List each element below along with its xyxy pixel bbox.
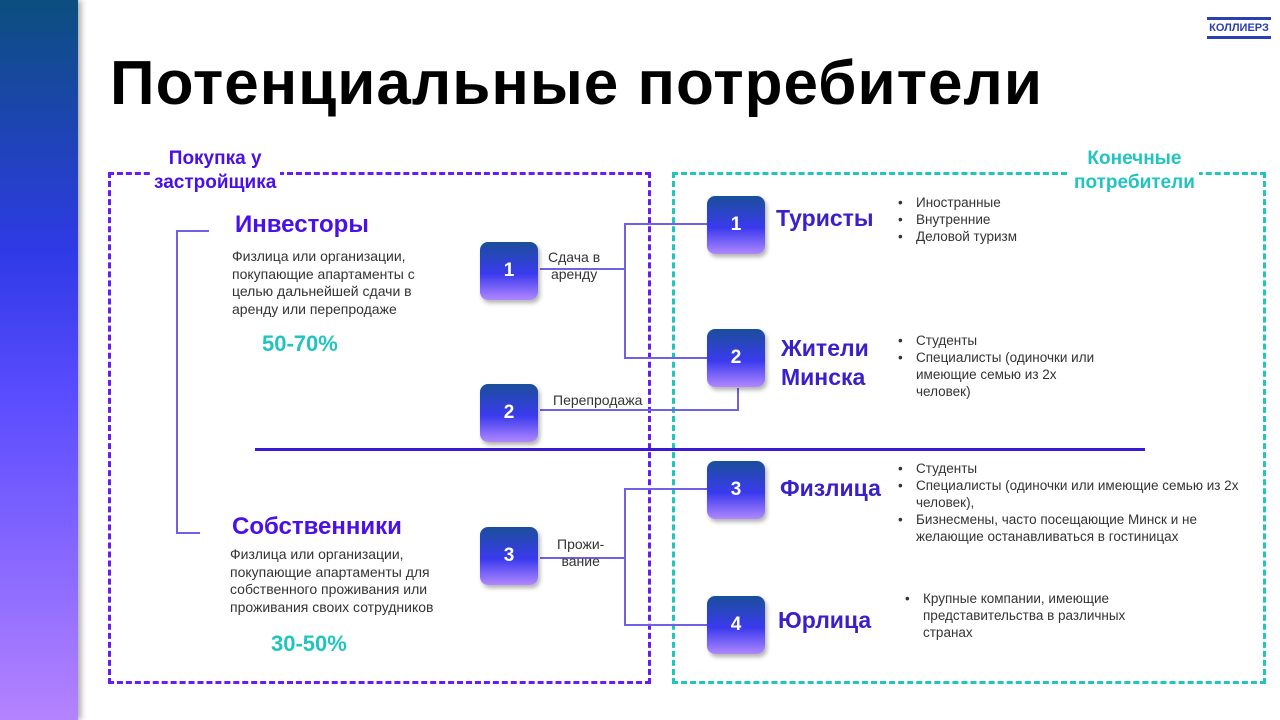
tourists-list: ИностранныеВнутренниеДеловой туризм [898, 194, 1098, 245]
label-line: потребители [1074, 172, 1195, 193]
legal-entities-heading: Юрлица [778, 607, 872, 633]
desc-line: целью дальнейшей сдачи в [232, 283, 412, 299]
desc-line: Физлица или организации, [232, 248, 406, 264]
divider [255, 448, 1145, 451]
bracket-line [176, 230, 209, 232]
list-item: Студенты [898, 332, 1108, 349]
owners-share: 30-50% [271, 631, 347, 656]
number-badge: 1 [480, 242, 538, 300]
number-badge: 3 [707, 461, 765, 519]
end-consumers-box [672, 172, 1266, 684]
decorative-sidebar [0, 0, 78, 720]
desc-line: покупающие апартаменты с [232, 265, 415, 282]
list-item: Иностранные [898, 194, 1098, 211]
individuals-list: СтудентыСпециалисты (одиночки или имеющи… [898, 460, 1253, 545]
desc-line: аренду или перепродаже [232, 300, 397, 317]
minsk-residents-list: СтудентыСпециалисты (одиночки или имеющи… [898, 332, 1108, 400]
connector [540, 268, 626, 270]
number-badge: 2 [707, 329, 765, 387]
connector [540, 557, 626, 559]
end-consumers-label: Конечные потребители [1070, 147, 1199, 195]
resale-label: Перепродажа [553, 392, 643, 408]
connector [624, 223, 626, 358]
desc-line: проживания своих сотрудников [230, 598, 434, 615]
label-line: застройщика [154, 172, 277, 193]
company-logo: КОЛЛИЕРЗ [1207, 17, 1271, 39]
number-badge: 1 [707, 196, 765, 254]
label-line: Сдача в [548, 249, 601, 265]
developer-purchase-label: Покупка у застройщика [150, 147, 281, 195]
legal-entities-list: Крупные компании, имеющие представительс… [905, 590, 1155, 641]
tourists-heading: Туристы [776, 205, 874, 231]
developer-purchase-box [108, 172, 651, 684]
owners-description: Физлица или организации,покупающие апарт… [230, 546, 434, 616]
label-line: вание [561, 553, 600, 569]
number-badge: 4 [707, 596, 765, 654]
living-label: Прожи-вание [557, 536, 604, 570]
individuals-heading: Физлица [780, 475, 881, 501]
connector [624, 488, 626, 626]
connector [737, 388, 739, 411]
desc-line: собственного проживания или [230, 581, 428, 597]
desc-line: Физлица или организации, [230, 546, 404, 562]
list-item: Внутренние [898, 211, 1098, 228]
investors-share: 50-70% [262, 331, 338, 356]
number-badge: 2 [480, 384, 538, 442]
owners-heading: Собственники [232, 513, 402, 540]
investors-description: Физлица или организации,покупающие апарт… [232, 248, 415, 318]
list-item: Студенты [898, 460, 1253, 477]
list-item: Специалисты (одиночки или имеющие семью … [898, 349, 1108, 400]
number-badge: 3 [480, 527, 538, 585]
connector [624, 357, 709, 359]
heading-line: Жители [781, 335, 869, 361]
label-line: Конечные [1087, 148, 1182, 169]
label-line: Прожи- [557, 536, 605, 552]
desc-line: покупающие апартаменты для [230, 563, 430, 580]
label-line: Покупка у [168, 148, 262, 169]
bracket-line [176, 230, 178, 534]
connector [624, 223, 709, 225]
page-title: Потенциальные потребители [110, 49, 1043, 118]
connector [540, 409, 739, 411]
connector [624, 488, 709, 490]
list-item: Бизнесмены, часто посещающие Минск и не … [898, 511, 1253, 545]
heading-line: Минска [781, 364, 866, 390]
list-item: Специалисты (одиночки или имеющие семью … [898, 477, 1253, 511]
bracket-line [176, 532, 200, 534]
investors-heading: Инвесторы [235, 211, 369, 238]
label-line: аренду [550, 266, 598, 282]
connector [624, 624, 709, 626]
list-item: Крупные компании, имеющие представительс… [905, 590, 1155, 641]
list-item: Деловой туризм [898, 228, 1098, 245]
